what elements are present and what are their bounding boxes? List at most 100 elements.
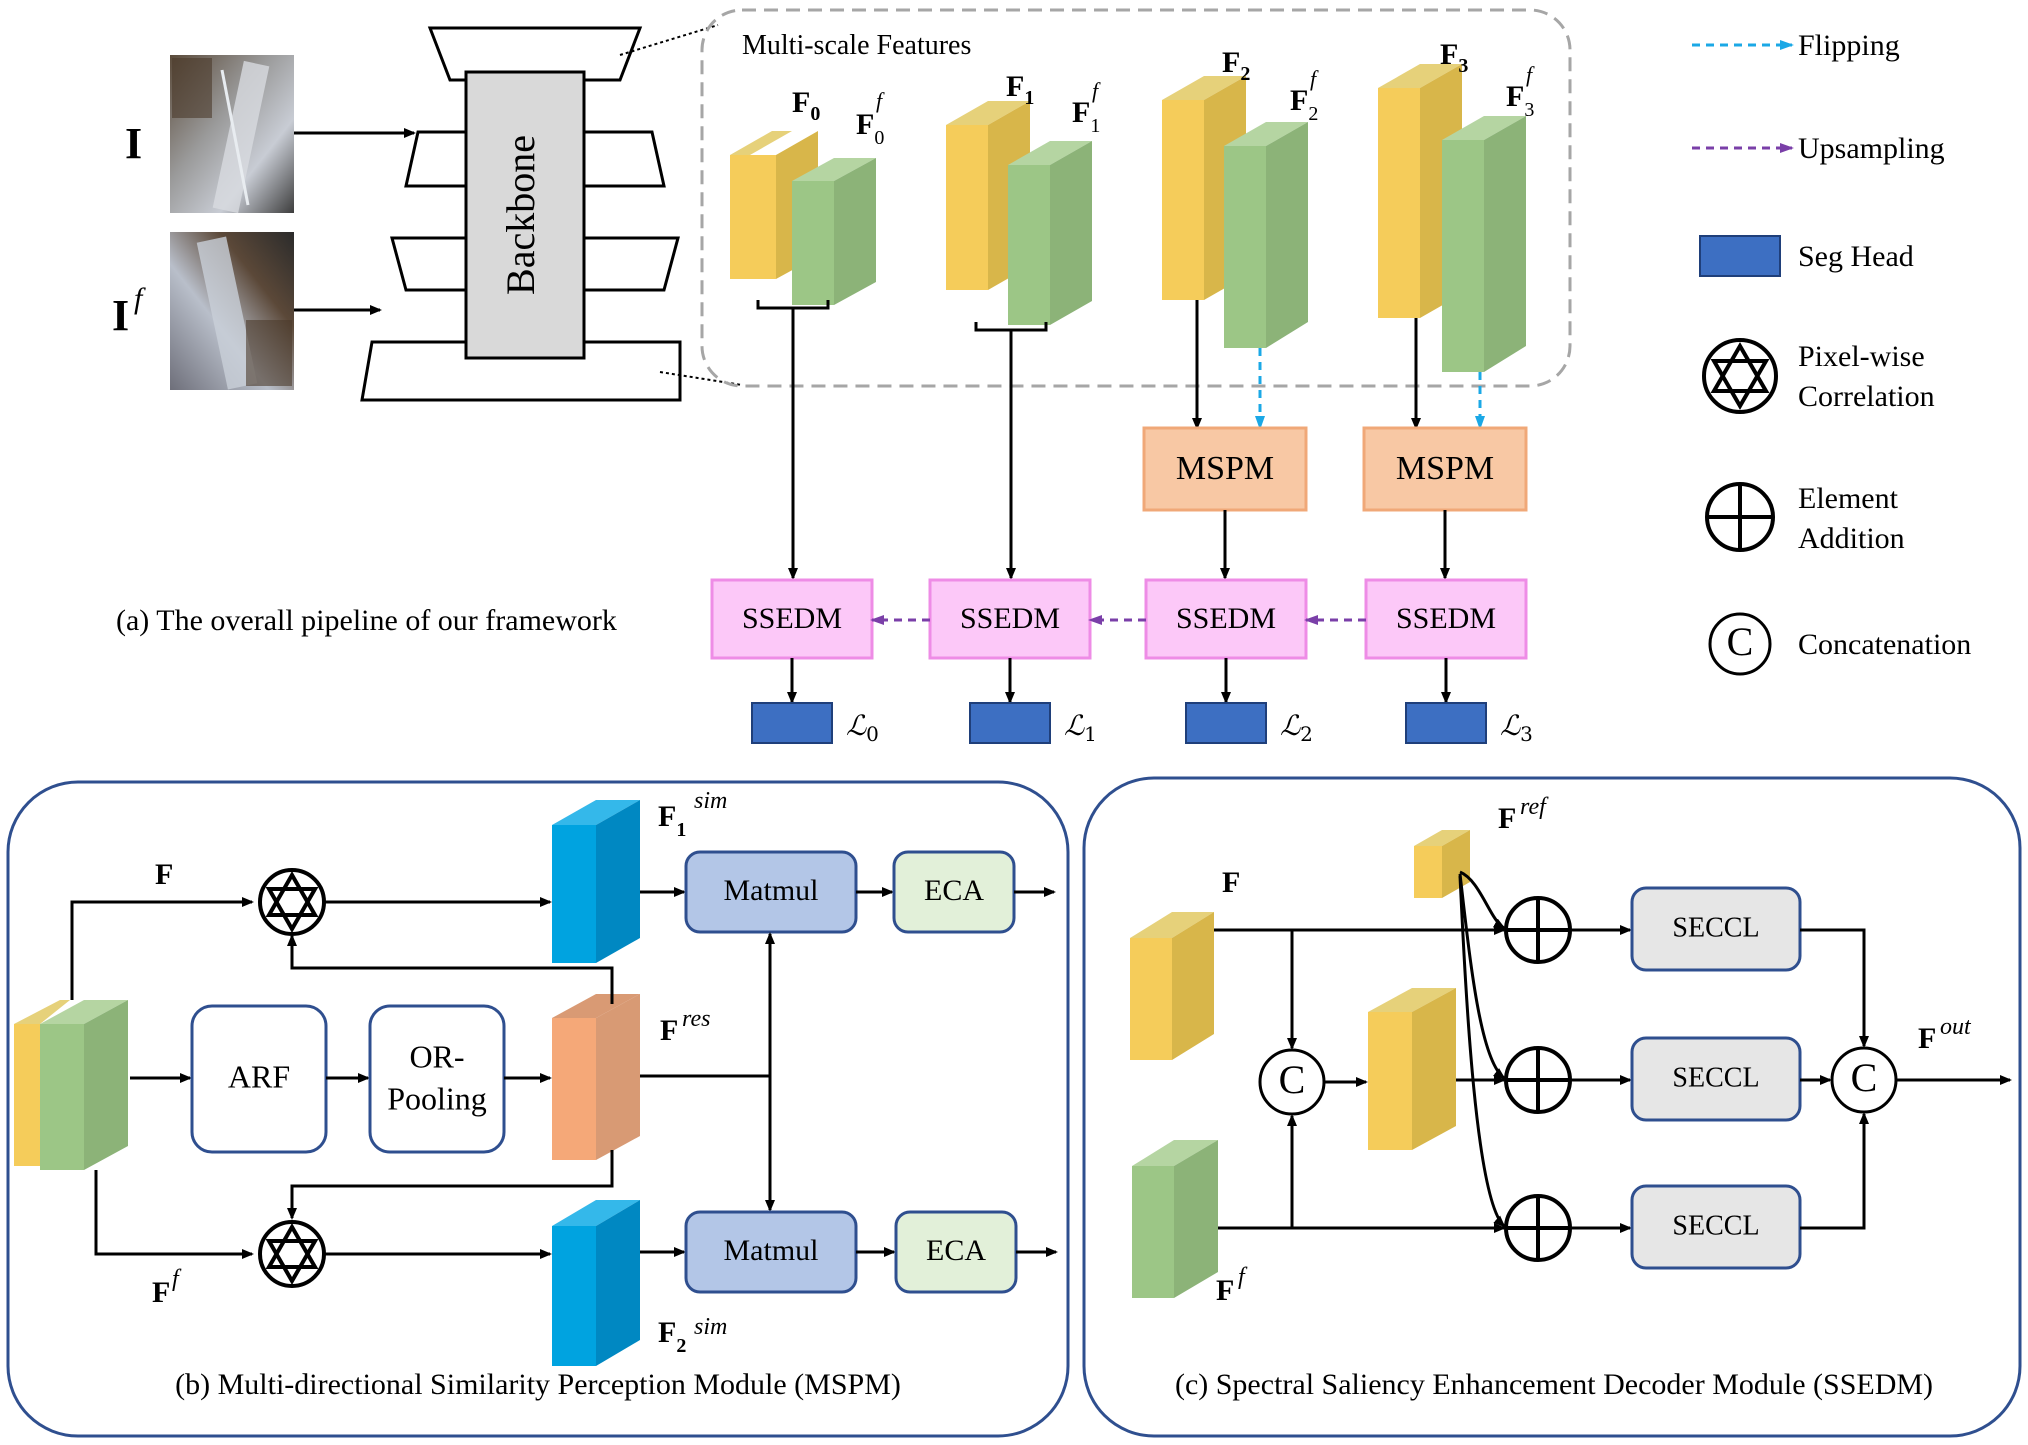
c-concat-feature-block [1368, 988, 1456, 1150]
c-f-label: F [1222, 866, 1240, 899]
c-concat-symbol: C [1279, 1057, 1306, 1102]
or-pooling-label-1: OR- [409, 1038, 464, 1074]
feature-f2f-label: F2 [1290, 84, 1318, 125]
zoom-line-bottom [659, 371, 743, 386]
c-fref-label: F [1498, 802, 1516, 835]
c-fout-sup: out [1940, 1014, 1972, 1040]
ssedm-label-0: SSEDM [742, 602, 842, 635]
f2-sim-sup: sim [694, 1314, 727, 1340]
b-bottom-branch-line [94, 1170, 254, 1259]
feature-f3f-block [1442, 116, 1526, 372]
f-res-label: F [660, 1014, 678, 1047]
f1-sim-sup: sim [694, 788, 727, 814]
c-add-bottom-icon [1504, 1194, 1572, 1262]
seg-head-0 [751, 702, 833, 744]
seg-head-2 [1185, 702, 1267, 744]
legend-seg-head-swatch [1699, 235, 1781, 277]
legend-element-addition-label-1: Element [1798, 482, 1899, 515]
feature-f2-label: F2 [1222, 46, 1250, 85]
b-top-branch-line [70, 897, 254, 1000]
eca-top-label: ECA [924, 874, 984, 907]
f2-sim-label: F2 [658, 1316, 686, 1357]
legend-pixel-correlation-icon [1702, 338, 1778, 414]
f-res-block [552, 994, 640, 1160]
c-fref-sup: ref [1520, 794, 1549, 820]
loss-0-label: ℒ0 [846, 709, 879, 746]
feature-f1f-label: F1 [1072, 96, 1100, 137]
caption-c: (c) Spectral Saliency Enhancement Decode… [1175, 1368, 1933, 1401]
feature-f0f-block [792, 158, 876, 305]
b-f-label: F [155, 858, 173, 891]
seg-head-1 [969, 702, 1051, 744]
legend-pixel-correlation-label-2: Correlation [1798, 380, 1935, 413]
feature-f2f-block [1224, 122, 1308, 348]
f1-sim-block [552, 800, 640, 963]
flipped-image-label: I [112, 291, 129, 340]
panel-a: I I f Backbone Multi-scale Features [112, 8, 1572, 746]
zoom-line-top [619, 24, 719, 56]
c-ff-sup: f [1238, 1264, 1248, 1290]
feature-f2f-sup: f [1310, 66, 1319, 91]
c-final-concat-symbol: C [1851, 1055, 1878, 1100]
c-fref-to-add-mid-curve [1458, 873, 1506, 1080]
input-image [170, 55, 294, 214]
c-fref-to-add-top-curve [1459, 870, 1506, 930]
feature-f0f-label: F0 [856, 108, 884, 149]
or-pooling-label-2: Pooling [387, 1080, 487, 1116]
mspm-label-3: MSPM [1396, 450, 1494, 487]
ssedm-label-1: SSEDM [960, 602, 1060, 635]
feature-f3-label: F3 [1440, 38, 1468, 77]
feature-f3f-label: F3 [1506, 80, 1534, 121]
c-add-mid-icon [1504, 1046, 1572, 1114]
feature-f3f-sup: f [1526, 62, 1535, 87]
or-pooling-box [368, 1004, 506, 1154]
legend-concatenation-label: Concatenation [1798, 628, 1971, 661]
caption-a: (a) The overall pipeline of our framewor… [116, 604, 617, 637]
legend-concatenation-symbol: C [1727, 619, 1754, 664]
eca-bottom-label: ECA [926, 1234, 986, 1267]
legend-seg-head-label: Seg Head [1798, 240, 1914, 273]
seccl-top-label: SECCL [1672, 912, 1759, 943]
b-fres-to-corr-bottom-line [287, 1150, 614, 1220]
arf-label: ARF [228, 1058, 290, 1094]
mspm-input-block [14, 1000, 128, 1170]
mspm-label-2: MSPM [1176, 450, 1274, 487]
loss-3-label: ℒ3 [1500, 709, 1533, 746]
b-ff-label: F [152, 1276, 170, 1309]
c-seccl-bottom-to-concat-line [1800, 1112, 1869, 1230]
legend-upsampling-label: Upsampling [1798, 132, 1945, 165]
panel-c-border [1082, 776, 2022, 1438]
feature-f1f-block [1008, 141, 1092, 325]
panel-b-border [6, 780, 1070, 1438]
c-add-top-icon [1504, 896, 1572, 964]
ssedm-label-3: SSEDM [1396, 602, 1496, 635]
backbone-label: Backbone [498, 135, 543, 295]
matmul-top-label: Matmul [724, 874, 819, 907]
feature-f0f-sup: f [876, 88, 885, 113]
c-seccl-top-to-concat-line [1800, 928, 1869, 1048]
panel-c: F F f F ref C [1082, 776, 2022, 1438]
f-res-sup: res [682, 1006, 710, 1032]
mspm-box-3 [1362, 426, 1528, 512]
legend: Flipping Upsampling Seg Head Pixel-wise … [1692, 29, 1971, 676]
loss-1-label: ℒ1 [1064, 709, 1097, 746]
panel-b: F F1 sim Matmul ECA ARF OR- Pooling [6, 780, 1070, 1438]
input-image-label: I [125, 119, 142, 168]
feature-f0-label: F0 [792, 86, 820, 125]
c-f-block [1130, 912, 1214, 1060]
seccl-mid-label: SECCL [1672, 1062, 1759, 1093]
b-pixel-correlation-bottom-icon [258, 1220, 326, 1288]
legend-flipping-label: Flipping [1798, 29, 1900, 62]
legend-concatenation-icon [1708, 612, 1772, 676]
b-pixel-correlation-top-icon [258, 868, 326, 936]
loss-2-label: ℒ2 [1280, 709, 1313, 746]
legend-element-addition-icon [1705, 482, 1775, 552]
caption-b: (b) Multi-directional Similarity Percept… [175, 1368, 901, 1401]
matmul-bottom-label: Matmul [724, 1234, 819, 1267]
c-fref-block [1414, 830, 1470, 898]
f1-sim-label: F1 [658, 800, 686, 841]
feature-f1-label: F1 [1006, 70, 1034, 109]
f2-sim-block [552, 1200, 640, 1366]
flipped-input-image [170, 232, 294, 390]
